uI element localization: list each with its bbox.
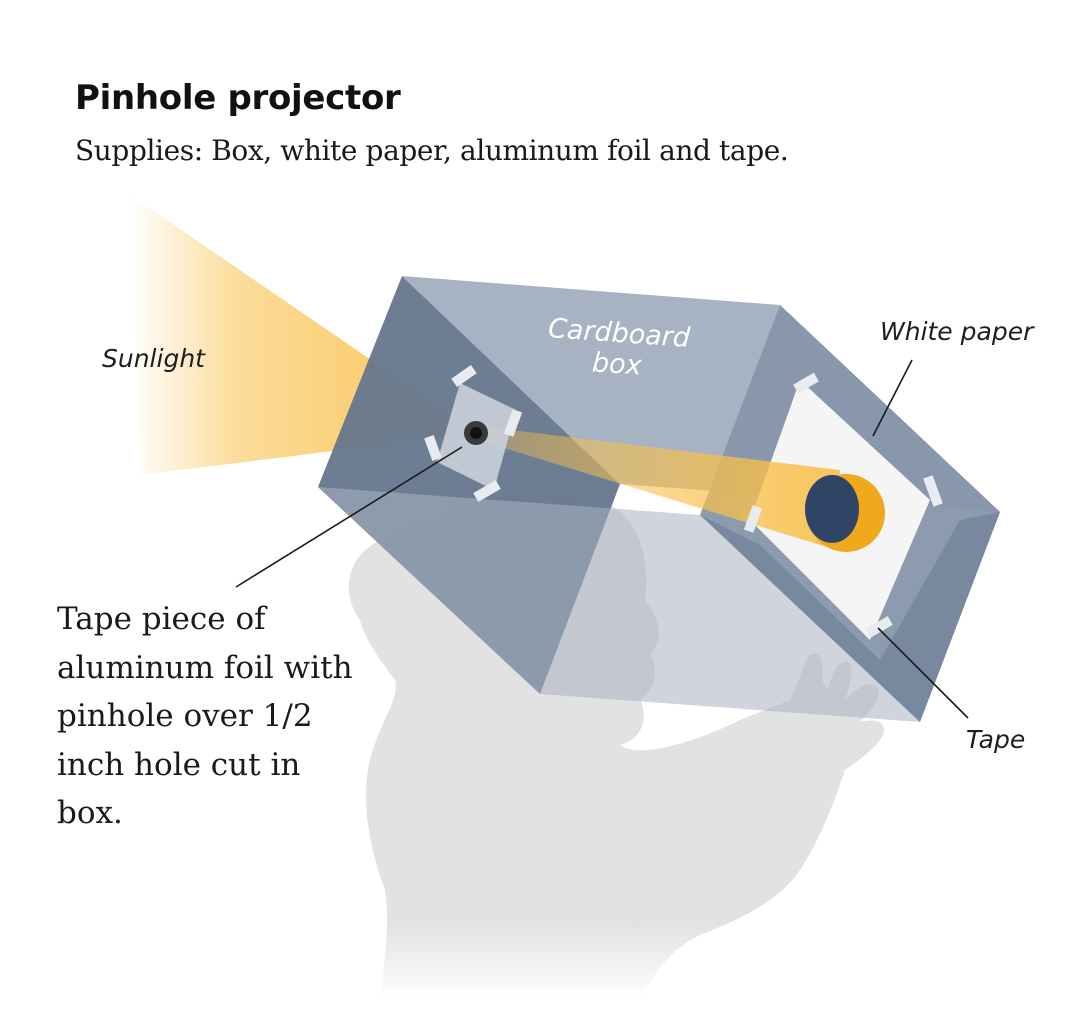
box-bottom-face [318, 487, 920, 722]
foil-leader [235, 446, 463, 588]
box-front-side [700, 512, 1000, 722]
tape-label: Tape [966, 725, 1026, 754]
pinhole-center [470, 427, 482, 439]
white-paper-label: White paper [880, 317, 1034, 346]
sunlight-label: Sunlight [102, 344, 205, 373]
tape-strips [424, 365, 943, 638]
page-title: Pinhole projector [75, 78, 401, 118]
moon-shadow [805, 475, 859, 543]
supplies-subtitle: Supplies: Box, white paper, aluminum foi… [75, 134, 789, 167]
tape-leader [877, 627, 969, 719]
foil-instruction-note: Tape piece of aluminum foil with pinhole… [57, 601, 353, 831]
white-paper-leader [872, 359, 913, 437]
